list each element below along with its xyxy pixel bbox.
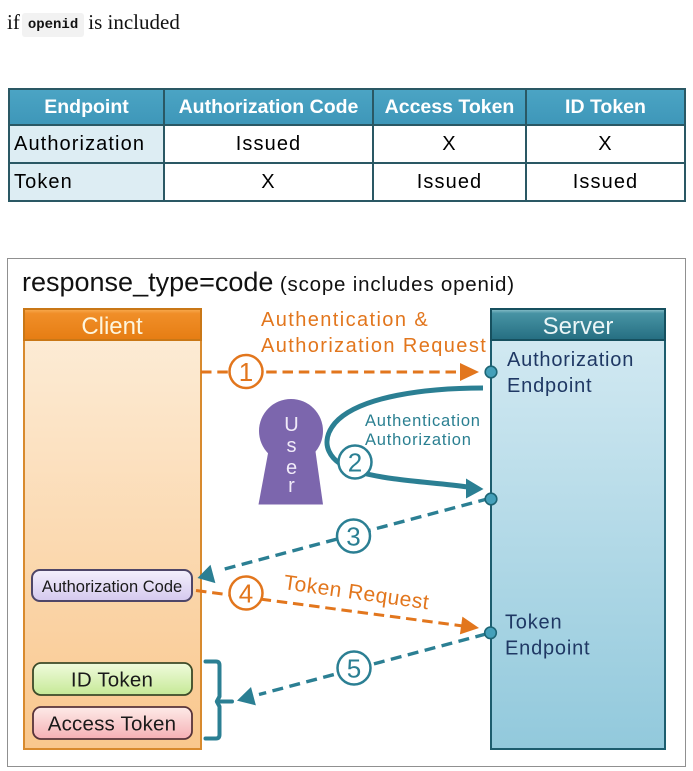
svg-text:Authorization: Authorization [365,431,472,449]
svg-text:r: r [288,475,295,497]
svg-text:Authorization Request: Authorization Request [261,335,487,357]
svg-text:Authorization: Authorization [507,349,634,371]
svg-text:4: 4 [239,579,253,609]
svg-text:Authentication: Authentication [365,412,481,430]
svg-text:1: 1 [239,357,253,387]
svg-text:Endpoint: Endpoint [507,375,592,397]
svg-text:Authentication &: Authentication & [261,309,429,331]
svg-text:3: 3 [346,522,360,552]
svg-text:U: U [284,414,298,436]
svg-text:ID Token: ID Token [71,669,153,692]
svg-text:Authorization Code: Authorization Code [42,578,182,596]
svg-text:e: e [286,457,297,479]
svg-text:2: 2 [348,448,362,478]
svg-text:Server: Server [543,313,614,340]
svg-text:5: 5 [347,654,361,684]
svg-text:Access Token: Access Token [48,713,177,736]
svg-text:Endpoint: Endpoint [505,638,590,660]
svg-text:s: s [287,435,297,457]
svg-text:Token: Token [505,612,562,634]
svg-text:Client: Client [81,313,143,340]
